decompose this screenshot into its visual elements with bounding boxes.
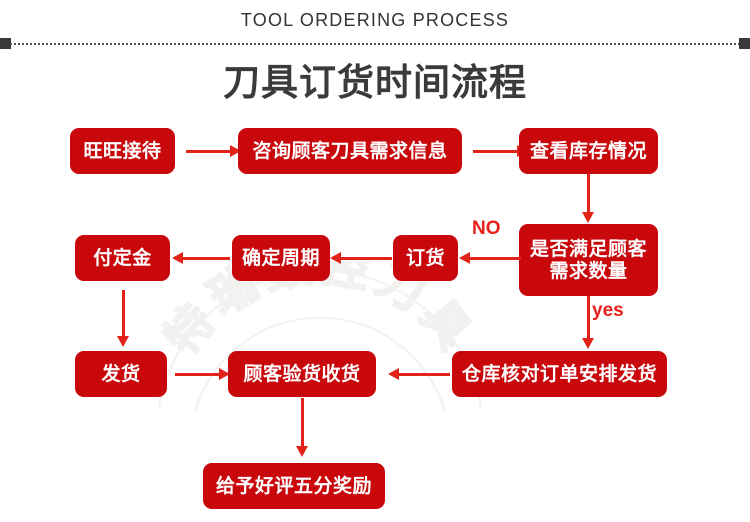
connector-n4-to-n5 <box>459 252 521 264</box>
connector-n3-to-n4 <box>582 174 594 224</box>
flow-node-n4[interactable]: 是否满足顾客 需求数量 <box>519 224 658 296</box>
connector-n1-to-n2 <box>186 145 242 157</box>
connector-n9-to-n11 <box>296 398 308 460</box>
connector-n7-to-n8 <box>117 290 129 350</box>
connector-n5-to-n6 <box>330 252 392 264</box>
page-subtitle-english: TOOL ORDERING PROCESS <box>240 10 510 30</box>
flow-node-n3[interactable]: 查看库存情况 <box>519 128 658 174</box>
connector-n4-to-n10 <box>582 296 594 352</box>
divider-line <box>10 43 740 45</box>
flow-node-n9[interactable]: 顾客验货收货 <box>228 351 376 397</box>
connector-n8-to-n9 <box>175 368 231 380</box>
divider-cap-left <box>0 38 11 49</box>
flow-node-n1[interactable]: 旺旺接待 <box>70 128 175 174</box>
edge-label-yes: yes <box>592 300 624 321</box>
header-divider <box>0 38 750 49</box>
flow-node-n2[interactable]: 咨询顾客刀具需求信息 <box>238 128 462 174</box>
divider-cap-right <box>739 38 750 49</box>
edge-label-no: NO <box>472 218 501 239</box>
flow-node-n10[interactable]: 仓库核对订单安排发货 <box>452 351 667 397</box>
connector-n10-to-n9 <box>388 368 450 380</box>
page-title: 刀具订货时间流程 <box>223 61 527 104</box>
flow-node-n5[interactable]: 订货 <box>393 235 458 281</box>
flow-node-n8[interactable]: 发货 <box>75 351 167 397</box>
flow-node-n7[interactable]: 付定金 <box>75 235 170 281</box>
flow-node-n6[interactable]: 确定周期 <box>232 235 330 281</box>
flow-node-n11[interactable]: 给予好评五分奖励 <box>203 463 385 509</box>
connector-n6-to-n7 <box>172 252 230 264</box>
